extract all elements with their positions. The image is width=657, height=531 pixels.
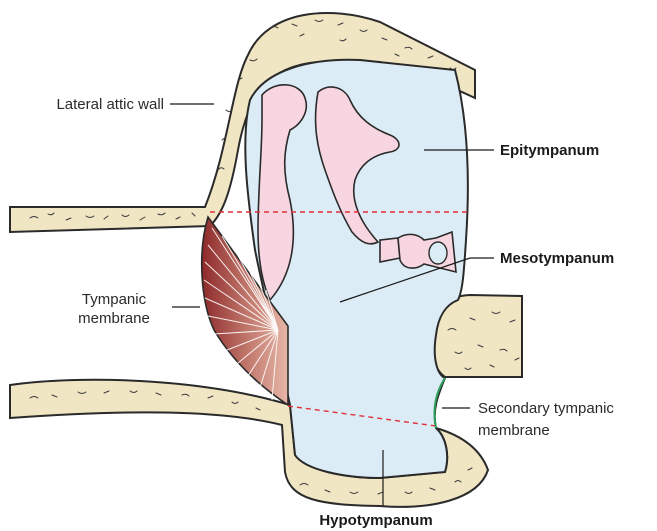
label-tympanic-membrane-line1: Tympanic	[82, 291, 147, 308]
label-secondary-tympanic-membrane-line2: membrane	[478, 422, 550, 439]
label-hypotympanum: Hypotympanum	[319, 512, 432, 529]
label-tympanic-membrane-line2: membrane	[78, 310, 150, 327]
label-secondary-tympanic-membrane-line1: Secondary tympanic	[478, 400, 614, 417]
label-mesotympanum: Mesotympanum	[500, 250, 614, 267]
label-epitympanum: Epitympanum	[500, 142, 599, 159]
label-lateral-attic-wall: Lateral attic wall	[56, 96, 164, 113]
